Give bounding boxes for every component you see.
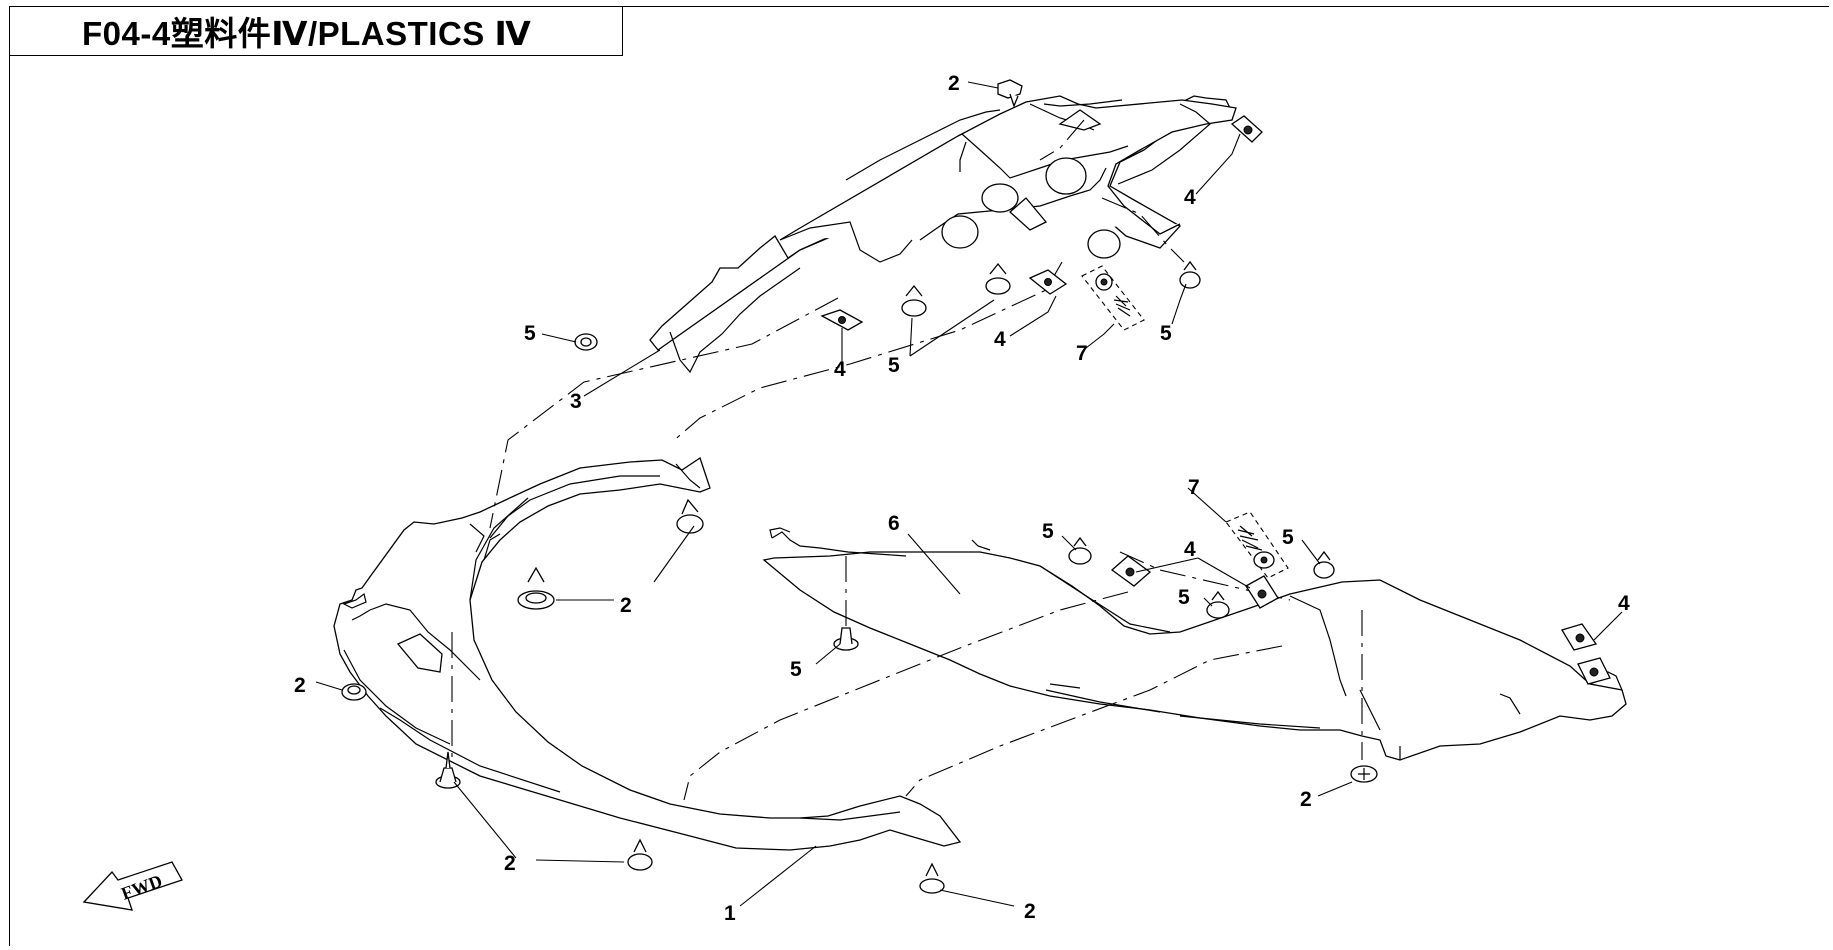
callout-5-panel-left: 5 (1042, 520, 1054, 543)
callout-5-mid: 5 (888, 354, 900, 377)
callout-4-upper-left: 4 (834, 358, 846, 381)
screw-2-bottom-mid (627, 838, 653, 871)
clip-nut-4-mid (1110, 555, 1152, 587)
clip-nut-4-upper-left (820, 309, 864, 331)
callout-labels: 1 2 2 2 2 2 2 2 3 4 4 4 4 4 5 5 5 5 5 5 … (294, 72, 1630, 925)
screw-2-right (1350, 765, 1378, 783)
grommet-5-left (574, 333, 598, 351)
grommet-5-mid-b (985, 262, 1011, 295)
callout-3: 3 (570, 390, 582, 413)
screw-2-left (341, 683, 367, 701)
grommet-5-upper-right (1179, 260, 1201, 289)
callout-2-bottom-mid: 2 (1024, 900, 1036, 923)
part-6-right-panel (762, 527, 1627, 761)
leader-lines (315, 81, 1623, 907)
screw-5-panel-bottom (833, 627, 859, 651)
part-7-spring-clip-upper (1081, 265, 1145, 331)
callout-7-upper: 7 (1076, 342, 1088, 365)
screw-2-left-upper (517, 566, 555, 610)
grommet-5-panel-left (1068, 536, 1092, 565)
callout-6: 6 (888, 512, 900, 535)
callout-5-left: 5 (524, 322, 536, 345)
fwd-direction-arrow: FWD (82, 861, 183, 911)
callout-5-upper-right: 5 (1160, 322, 1172, 345)
callout-7-lower: 7 (1188, 476, 1200, 499)
callout-4-panel: 4 (1184, 538, 1196, 561)
part-1-lower-panel (333, 456, 962, 851)
screw-2-bottom-right (919, 862, 945, 894)
clip-nut-4-center (1245, 575, 1279, 609)
callout-2-bottom-right: 2 (1300, 788, 1312, 811)
callout-2-left-upper: 2 (620, 594, 632, 617)
title-box: F04-4塑料件Ⅳ/PLASTICS Ⅳ (9, 6, 623, 56)
grommet-5-mid-a (901, 284, 927, 317)
screw-2-bottom-left (435, 751, 461, 789)
clip-nut-4-upper-mid (1028, 269, 1068, 295)
clip-nut-4-top-right (1230, 115, 1263, 143)
callout-2-bottom-left: 2 (504, 852, 516, 875)
callout-5-panel-mid: 5 (1178, 586, 1190, 609)
callout-4-upper-mid: 4 (994, 328, 1006, 351)
screw-2-top (997, 79, 1023, 108)
grommet-5-panel-right (1313, 550, 1335, 579)
part-3-upper-bracket (649, 95, 1237, 374)
page-title: F04-4塑料件Ⅳ/PLASTICS Ⅳ (82, 15, 532, 52)
callout-5-panel-right: 5 (1282, 526, 1294, 549)
assembly-lines (451, 119, 1363, 801)
grommet-5-panel-mid (1206, 590, 1230, 619)
drawing-frame (9, 6, 1829, 946)
callout-5-panel-bottom: 5 (790, 658, 802, 681)
clip-nut-4-right (1561, 623, 1611, 685)
screw-2-arc-upper (676, 498, 704, 534)
callout-1: 1 (724, 902, 736, 925)
callout-2-left: 2 (294, 674, 306, 697)
callout-4-right: 4 (1618, 592, 1630, 615)
part-7-spring-clip-lower (1225, 511, 1289, 579)
callout-4-top-right: 4 (1184, 186, 1196, 209)
callout-2-top: 2 (948, 72, 960, 95)
fwd-label: FWD (119, 871, 165, 904)
